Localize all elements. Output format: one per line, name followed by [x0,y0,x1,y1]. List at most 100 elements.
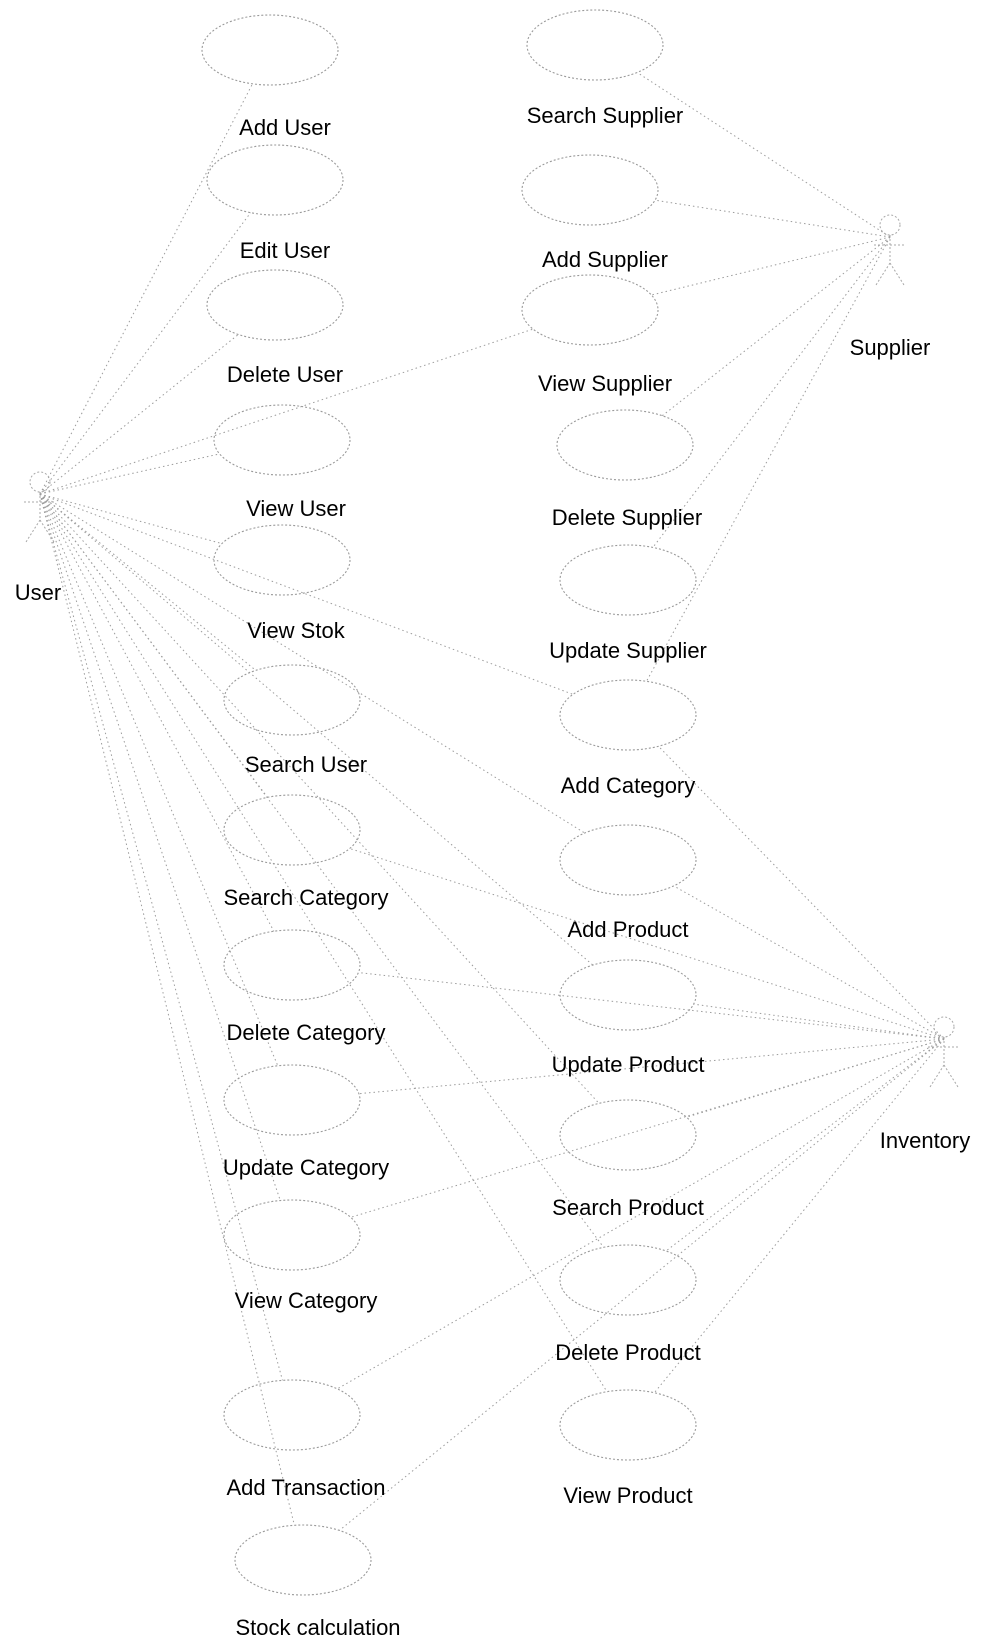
use-case-search-user[interactable]: Search User [223,664,367,777]
use-case-delete-user[interactable]: Delete User [206,269,344,387]
use-case-update-category[interactable]: Update Category [223,1064,389,1180]
use-case-label: Update Supplier [549,638,707,663]
association-supplier-update-supplier [652,236,891,548]
actor-user[interactable]: User [15,471,61,605]
use-case-stock-calculation[interactable]: Stock calculation [234,1524,401,1640]
use-case-label: Search Category [223,885,388,910]
association-user-view-product [39,493,608,1392]
use-case-delete-product[interactable]: Delete Product [555,1244,701,1365]
use-case-label: Delete User [227,362,343,387]
association-user-search-product [39,493,600,1104]
use-case-ellipse [559,544,697,616]
actor-supplier[interactable]: Supplier [850,214,931,360]
association-user-add-user [39,83,253,495]
association-user-update-category [39,493,279,1066]
use-case-label: Search Supplier [527,103,684,128]
use-case-view-stok[interactable]: View Stok [213,524,351,643]
actor-inventory[interactable]: Inventory [880,1016,971,1153]
use-case-ellipse [213,524,351,596]
use-case-add-transaction[interactable]: Add Transaction [223,1379,386,1500]
association-user-view-category [39,493,281,1201]
association-user-add-transaction [39,493,283,1381]
use-case-label: Search User [245,752,367,777]
association-supplier-add-category [646,236,891,682]
association-inventory-update-category [358,1038,945,1095]
use-case-label: Stock calculation [235,1615,400,1640]
use-case-label: View Stok [247,618,345,643]
actor-label: Inventory [880,1128,971,1153]
use-case-label: View Category [235,1288,378,1313]
actor-label: Supplier [850,335,931,360]
actor-figure-icon [928,1016,960,1088]
use-case-add-category[interactable]: Add Category [559,679,697,798]
use-case-label: Add Supplier [542,247,668,272]
use-case-label: Update Product [552,1052,705,1077]
association-user-add-category [39,493,574,695]
actor-figure-icon [24,471,56,543]
use-case-label: Delete Supplier [552,505,702,530]
use-case-ellipse [201,14,339,86]
actor-figure-icon [874,214,906,286]
use-case-ellipse [556,409,694,481]
use-case-label: Add Transaction [227,1475,386,1500]
use-case-label: View User [246,496,346,521]
use-case-ellipse [223,1199,361,1271]
use-case-label: View Supplier [538,371,672,396]
association-user-delete-product [39,493,605,1248]
use-case-view-supplier[interactable]: View Supplier [521,274,672,396]
use-case-ellipse [223,929,361,1001]
use-case-search-category[interactable]: Search Category [223,794,389,910]
association-inventory-update-product [693,1003,945,1040]
use-case-add-user[interactable]: Add User [201,14,339,140]
use-case-label: Add User [239,115,331,140]
use-case-view-category[interactable]: View Category [223,1199,378,1313]
actor-label: User [15,580,61,605]
use-case-ellipse [213,404,351,476]
use-case-add-product[interactable]: Add Product [559,824,697,942]
use-case-ellipse [521,274,659,346]
use-case-label: Search Product [552,1195,704,1220]
use-case-ellipse [206,144,344,216]
association-user-add-product [39,493,585,834]
association-supplier-view-supplier [651,236,891,296]
use-case-label: Delete Category [227,1020,386,1045]
association-user-delete-user [39,334,239,495]
use-case-edit-user[interactable]: Edit User [206,144,344,263]
association-inventory-stock-calculation [339,1038,945,1531]
use-case-ellipse [526,9,664,81]
use-case-delete-supplier[interactable]: Delete Supplier [552,409,702,530]
use-case-ellipse [223,1379,361,1451]
use-case-label: View Product [563,1483,692,1508]
use-case-ellipse [559,1099,697,1171]
use-case-view-product[interactable]: View Product [559,1389,697,1508]
use-case-ellipse [559,1244,697,1316]
association-inventory-add-category [658,745,945,1040]
use-case-ellipse [223,664,361,736]
association-inventory-search-category [349,848,945,1040]
association-user-view-supplier [39,328,534,495]
use-case-ellipse [559,959,697,1031]
use-case-search-product[interactable]: Search Product [552,1099,704,1220]
association-user-search-user [39,493,257,671]
use-case-delete-category[interactable]: Delete Category [223,929,386,1045]
use-case-label: Delete Product [555,1340,701,1365]
association-user-view-user [39,453,220,495]
association-supplier-delete-supplier [661,236,891,417]
use-case-add-supplier[interactable]: Add Supplier [521,154,668,272]
association-user-view-stok [39,493,223,545]
use-case-label: Add Product [567,917,688,942]
use-case-update-product[interactable]: Update Product [552,959,705,1077]
use-case-view-user[interactable]: View User [213,404,351,521]
use-case-update-supplier[interactable]: Update Supplier [549,544,707,663]
association-supplier-add-supplier [655,199,891,238]
association-inventory-search-product [686,1038,945,1118]
association-inventory-add-product [673,885,945,1040]
association-supplier-search-supplier [636,72,891,238]
use-case-search-supplier[interactable]: Search Supplier [526,9,684,128]
use-case-ellipse [223,794,361,866]
use-case-label: Add Category [561,773,696,798]
use-case-ellipse [223,1064,361,1136]
association-user-stock-calculation [39,493,295,1526]
